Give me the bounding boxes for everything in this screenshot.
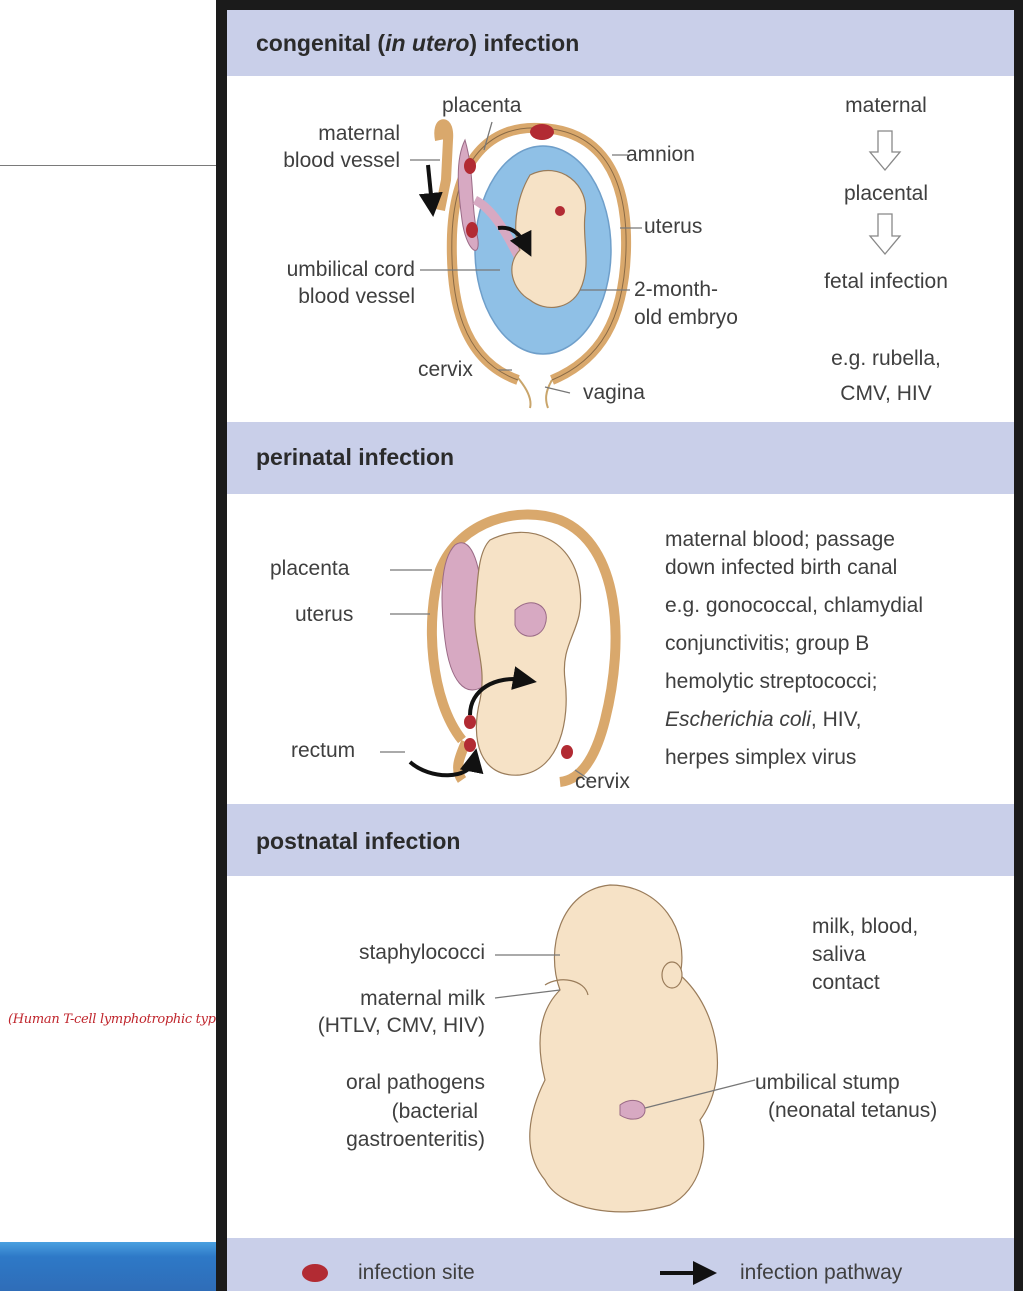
perinatal-desc-2: down infected birth canal bbox=[665, 556, 898, 579]
legend-band bbox=[227, 1238, 1014, 1291]
perinatal-infection-site-1 bbox=[464, 715, 476, 729]
umbilical-stump-shape bbox=[619, 1099, 646, 1120]
label-vagina: vagina bbox=[583, 381, 645, 404]
postnatal-route-3: contact bbox=[812, 971, 880, 994]
leader-lines bbox=[410, 121, 642, 394]
slide-divider-line bbox=[0, 165, 216, 166]
postnatal-route-1: milk, blood, bbox=[812, 915, 919, 938]
label-maternal-milk-1: maternal milk bbox=[360, 987, 485, 1010]
baby-ear bbox=[661, 961, 683, 989]
perinatal-desc-4: conjunctivitis; group B bbox=[665, 632, 870, 655]
perinatal-uterus-wall bbox=[426, 509, 621, 787]
congenital-examples-1: e.g. rubella, bbox=[831, 347, 941, 370]
postnatal-route-2: saliva bbox=[812, 943, 866, 966]
perinatal-illustration bbox=[380, 509, 621, 787]
perinatal-title: perinatal infection bbox=[256, 444, 455, 470]
perinatal-desc-6: Escherichia coli, HIV, bbox=[665, 708, 862, 731]
baby-hand bbox=[544, 979, 589, 996]
flow-step-2: placental bbox=[843, 182, 929, 205]
flow-arrow-2 bbox=[868, 213, 902, 256]
flow-step-1: maternal bbox=[845, 94, 927, 117]
label-rectum: rectum bbox=[291, 739, 356, 762]
label-umbilical-1: umbilical cord bbox=[286, 258, 415, 281]
label-perinatal-uterus: uterus bbox=[295, 603, 354, 626]
label-uterus: uterus bbox=[644, 215, 703, 238]
slide-footer-bar bbox=[0, 1242, 216, 1291]
infection-site-top bbox=[530, 124, 554, 140]
postnatal-illustration bbox=[494, 884, 756, 1213]
legend-infection-pathway: infection pathway bbox=[740, 1261, 903, 1284]
flow-step-3: fetal infection bbox=[824, 270, 948, 293]
label-cervix: cervix bbox=[418, 358, 473, 381]
perinatal-desc-3: e.g. gonococcal, chlamydial bbox=[665, 594, 923, 617]
label-amnion: amnion bbox=[626, 143, 695, 166]
congenital-uterus-illustration bbox=[410, 119, 642, 409]
handwritten-annotation: (Human T-cell lymphotrophic type1) bbox=[8, 1012, 236, 1027]
perinatal-infection-site-3 bbox=[561, 745, 573, 759]
perinatal-desc-1: maternal blood; passage bbox=[665, 528, 895, 551]
label-oral-1: oral pathogens bbox=[346, 1071, 485, 1094]
maternal-vessel bbox=[434, 119, 454, 211]
label-stump-1: umbilical stump bbox=[755, 1071, 900, 1094]
label-oral-3: gastroenteritis) bbox=[346, 1128, 485, 1151]
pathway-arrow-1 bbox=[418, 164, 443, 217]
label-placenta: placenta bbox=[442, 94, 522, 117]
postnatal-header: postnatal infection bbox=[227, 804, 1014, 876]
perinatal-infection-site-2 bbox=[464, 738, 476, 752]
embryo-infection-dot bbox=[555, 206, 565, 216]
perinatal-desc-7: herpes simplex virus bbox=[665, 746, 857, 769]
congenital-header: congenital (in utero) infection bbox=[227, 10, 1014, 76]
flow-arrows bbox=[868, 130, 902, 256]
label-perinatal-cervix: cervix bbox=[575, 770, 630, 793]
label-maternal-milk-2: (HTLV, CMV, HIV) bbox=[317, 1014, 485, 1037]
label-umbilical-2: blood vessel bbox=[298, 285, 415, 308]
perinatal-header: perinatal infection bbox=[227, 422, 1014, 494]
perinatal-pathway-arrow-1 bbox=[468, 666, 537, 716]
baby-body bbox=[529, 884, 718, 1213]
infection-site-left-2 bbox=[466, 222, 478, 238]
perinatal-desc-5: hemolytic streptococci; bbox=[665, 670, 878, 693]
label-oral-2: (bacterial bbox=[391, 1100, 478, 1123]
label-staphylococci: staphylococci bbox=[358, 941, 485, 964]
postnatal-leader-lines bbox=[494, 954, 756, 1109]
label-embryo-2: old embryo bbox=[634, 306, 738, 329]
perinatal-cord bbox=[514, 602, 547, 637]
legend-infection-site: infection site bbox=[358, 1261, 475, 1284]
postnatal-title: postnatal infection bbox=[256, 828, 461, 854]
legend-infection-site-icon bbox=[302, 1264, 328, 1282]
label-perinatal-placenta: placenta bbox=[270, 557, 350, 580]
label-maternal-vessel-2: blood vessel bbox=[283, 149, 400, 172]
perinatal-pathway-arrow-2 bbox=[408, 748, 484, 778]
label-maternal-vessel-1: maternal bbox=[318, 122, 400, 145]
flow-arrow-1 bbox=[868, 130, 902, 172]
congenital-title: congenital (in utero) infection bbox=[256, 30, 580, 56]
congenital-examples-2: CMV, HIV bbox=[840, 382, 932, 405]
infection-site-left-1 bbox=[464, 158, 476, 174]
perinatal-leader-lines bbox=[380, 569, 591, 781]
perinatal-fetus bbox=[474, 531, 582, 776]
cervix-vagina bbox=[517, 377, 553, 409]
pathway-arrow-2 bbox=[497, 225, 532, 257]
label-embryo-1: 2-month- bbox=[634, 278, 719, 301]
label-stump-2: (neonatal tetanus) bbox=[768, 1099, 938, 1122]
